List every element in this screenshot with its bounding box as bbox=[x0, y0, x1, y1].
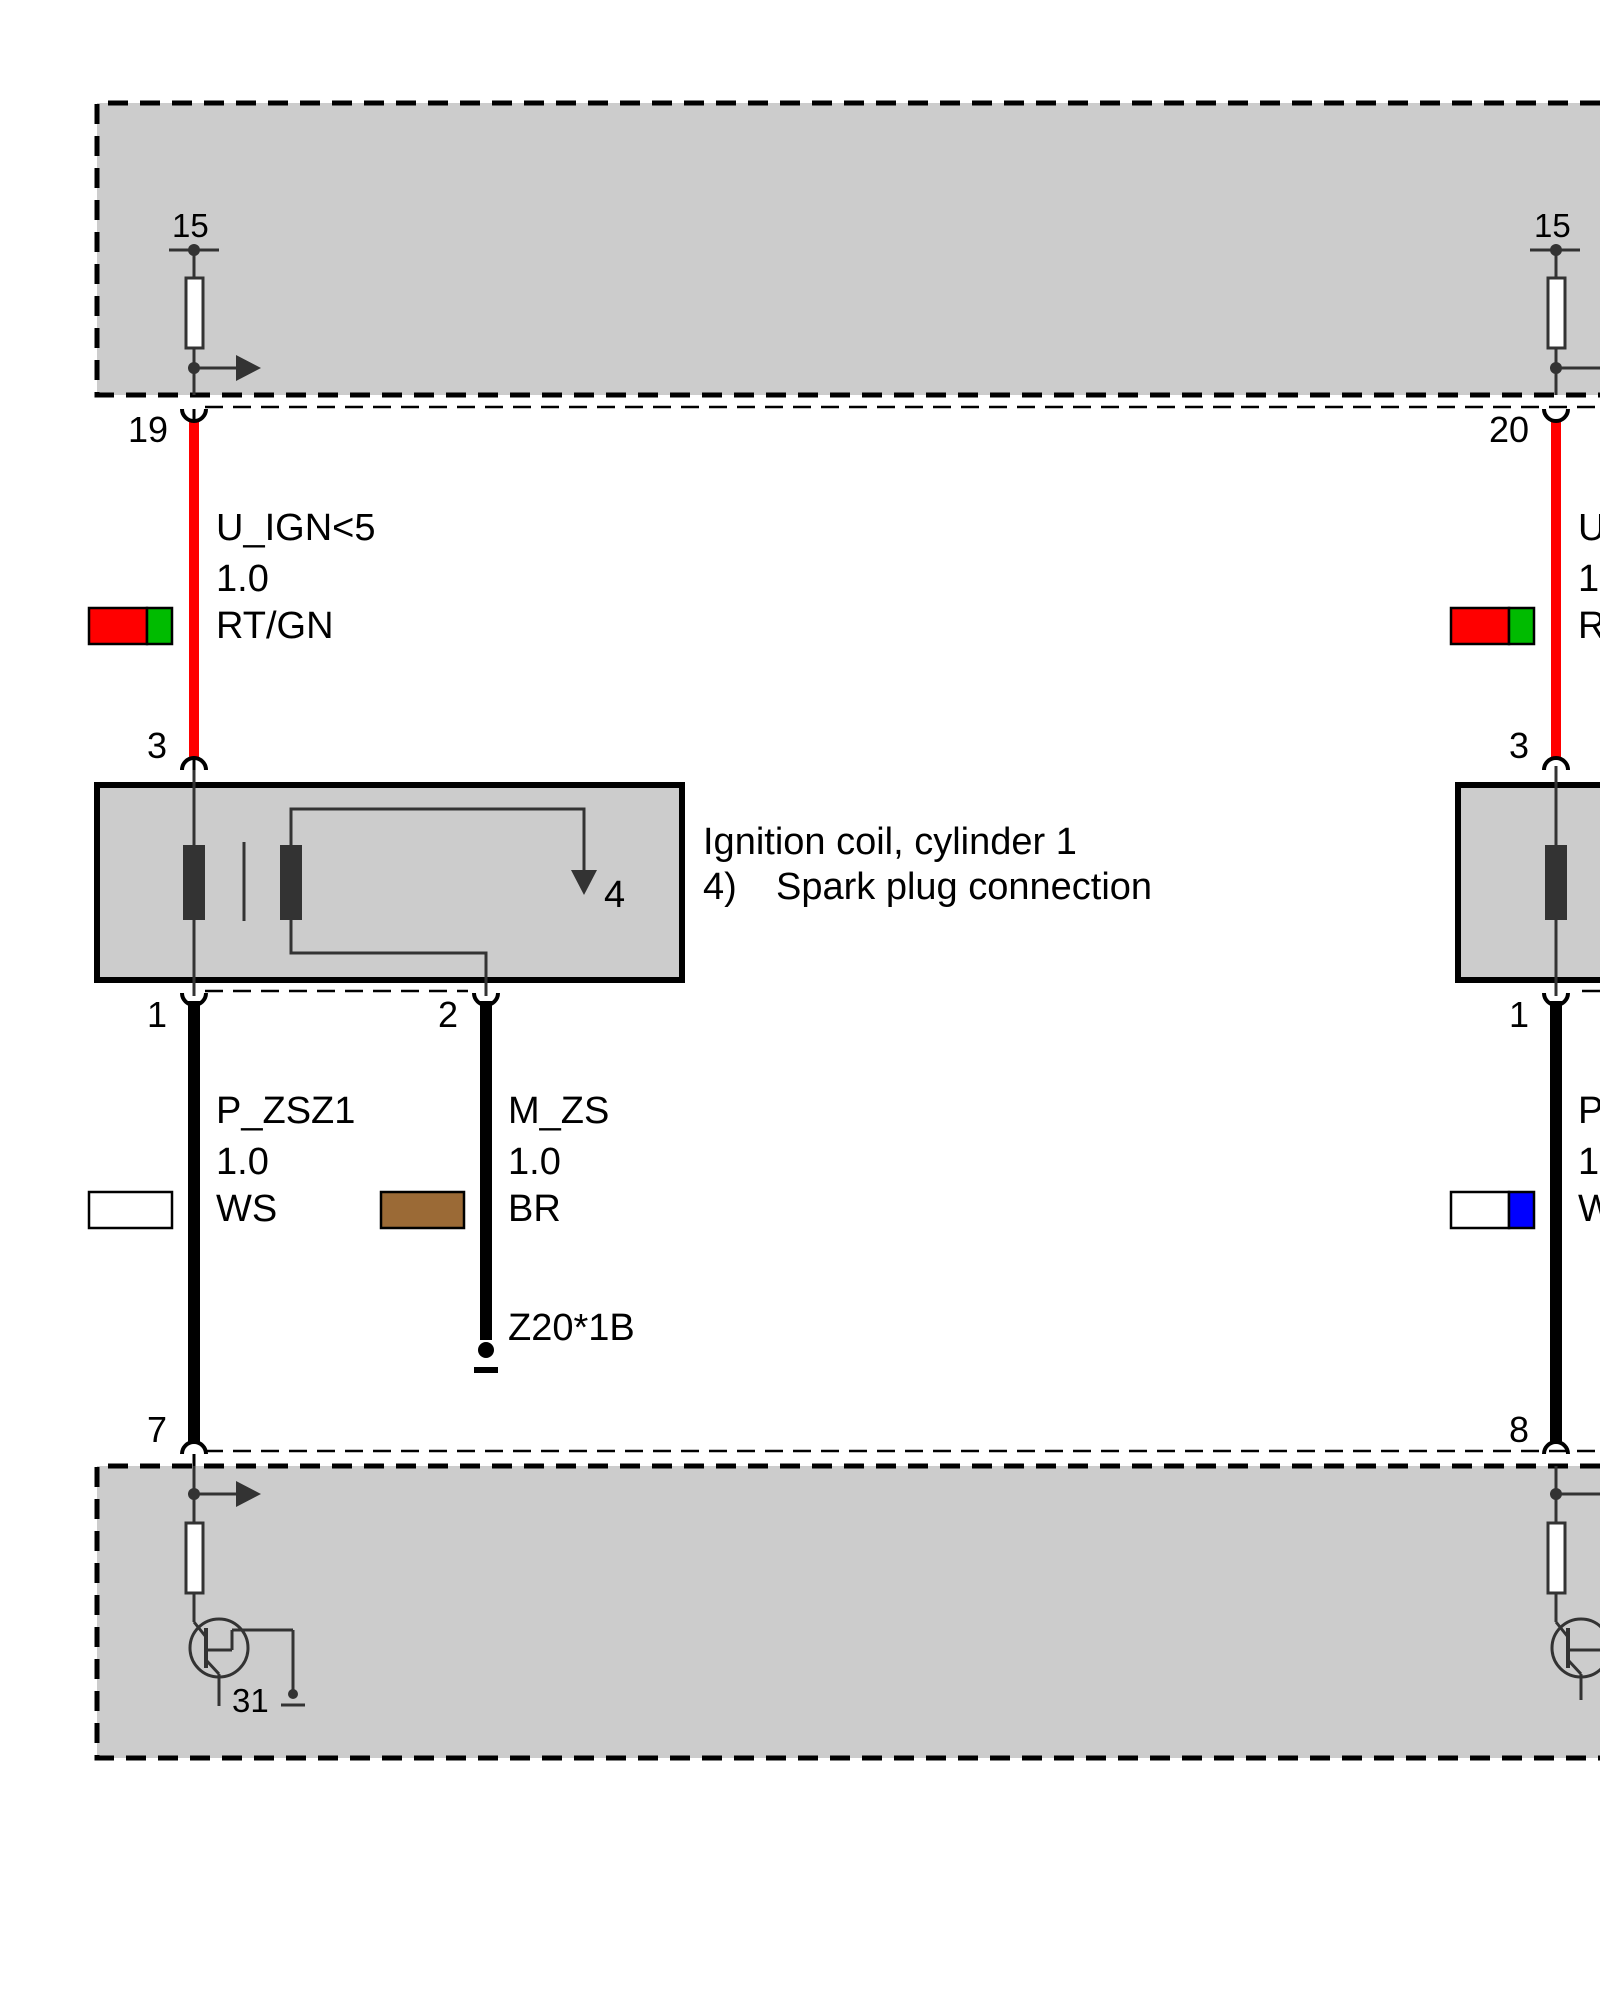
signal-arrow-icon bbox=[236, 355, 261, 381]
pin-19-label: 19 bbox=[128, 409, 168, 450]
upper-housing bbox=[94, 100, 1600, 398]
primary-winding-icon bbox=[183, 845, 205, 920]
signal-arrow-icon bbox=[236, 1481, 261, 1507]
pin-7-label: 7 bbox=[147, 1409, 167, 1450]
swatch-red bbox=[87, 606, 149, 646]
ignition-coil-right bbox=[1455, 766, 1600, 996]
wire-signal-label: M_ZS bbox=[508, 1090, 609, 1132]
coil-pin-2-label: 2 bbox=[438, 994, 458, 1035]
upper-control-unit: 15 15 bbox=[94, 100, 1600, 409]
ignition-coil-housing-right bbox=[1455, 782, 1600, 983]
wire-size-label: 1.0 bbox=[216, 558, 269, 600]
wire-supply-left bbox=[180, 408, 208, 771]
transistor-icon bbox=[188, 1617, 295, 1706]
wire-color-code-label-right: R bbox=[1578, 605, 1600, 647]
lower-right-driver-circuit bbox=[1546, 1466, 1600, 1700]
wire-color-code-label: BR bbox=[508, 1188, 561, 1230]
wire-size-label-right-lower: 1 bbox=[1578, 1141, 1599, 1183]
wire-control-right bbox=[1542, 992, 1570, 1455]
primary-winding-icon bbox=[1545, 845, 1567, 920]
pullup-resistor-icon bbox=[1546, 276, 1567, 350]
coil-output-pin-label: 4 bbox=[604, 874, 625, 916]
secondary-winding-icon bbox=[280, 845, 302, 920]
wire-size-label: 1.0 bbox=[508, 1141, 561, 1183]
pullup-resistor-icon bbox=[184, 276, 205, 350]
wire-signal-label: U_IGN<5 bbox=[216, 507, 375, 549]
pin-connector-icon bbox=[180, 992, 208, 1007]
swatch-green bbox=[145, 606, 174, 646]
ground-symbol-icon bbox=[474, 1367, 498, 1373]
wire-signal-label-right: U bbox=[1578, 507, 1600, 549]
component-title: Ignition coil, cylinder 1 bbox=[703, 821, 1077, 863]
junction-dot bbox=[288, 1689, 298, 1699]
coil-pin-3-label: 3 bbox=[147, 725, 167, 766]
pin-connector-icon bbox=[1542, 756, 1570, 771]
wire-color-code-label: WS bbox=[216, 1188, 277, 1230]
pin-connector-icon bbox=[1542, 992, 1570, 1007]
wire-control-left bbox=[180, 992, 208, 1466]
component-note-text: Spark plug connection bbox=[776, 866, 1152, 908]
wire-color-code-label: RT/GN bbox=[216, 605, 334, 647]
wire-signal-label: P_ZSZ1 bbox=[216, 1090, 355, 1132]
coil-pin-1-label: 1 bbox=[147, 994, 167, 1035]
wire-ground bbox=[472, 992, 500, 1373]
swatch-rt-gn-right bbox=[1449, 606, 1536, 646]
swatch-ws-bl-right bbox=[1449, 1190, 1536, 1230]
terminal-15-label: 15 bbox=[172, 207, 209, 244]
swatch-rt-gn bbox=[87, 606, 174, 646]
ground-point-label: Z20*1B bbox=[508, 1307, 635, 1349]
ignition-coil-cylinder-1: 4 bbox=[94, 766, 685, 996]
ground-point-dot bbox=[478, 1342, 494, 1358]
wire-signal-label-right-lower: P bbox=[1578, 1090, 1600, 1132]
series-resistor-icon bbox=[184, 1521, 205, 1595]
swatch-white bbox=[87, 1190, 174, 1230]
wire-supply-right bbox=[1542, 408, 1570, 771]
terminal-15-label-right: 15 bbox=[1534, 207, 1571, 244]
component-note-number: 4) bbox=[703, 866, 737, 908]
series-resistor-icon bbox=[1546, 1521, 1567, 1595]
lower-left-driver-circuit: 31 bbox=[184, 1466, 305, 1719]
pin-connector-icon bbox=[1542, 1440, 1570, 1455]
pin-8-label: 8 bbox=[1509, 1409, 1529, 1450]
wire-size-label-right: 1 bbox=[1578, 558, 1599, 600]
pin-20-label: 20 bbox=[1489, 409, 1529, 450]
wire-color-code-label-right-lower: W bbox=[1578, 1188, 1600, 1230]
pin-connector-icon bbox=[1542, 408, 1570, 423]
swatch-brown bbox=[379, 1190, 466, 1230]
upper-right-pullup-circuit: 15 bbox=[1530, 207, 1600, 395]
ground-terminal-31-label: 31 bbox=[232, 1682, 269, 1719]
wire-size-label: 1.0 bbox=[216, 1141, 269, 1183]
upper-left-pullup-circuit: 15 bbox=[169, 207, 261, 395]
coil-pin-3-label-right: 3 bbox=[1509, 725, 1529, 766]
spark-output-arrow-icon bbox=[571, 870, 597, 895]
pin-connector-icon bbox=[472, 992, 500, 1007]
pin-connector-icon bbox=[180, 1440, 208, 1455]
coil-pin-1-label-right: 1 bbox=[1509, 994, 1529, 1035]
lower-housing bbox=[94, 1463, 1600, 1761]
lower-control-unit: 31 bbox=[94, 1449, 1600, 1761]
